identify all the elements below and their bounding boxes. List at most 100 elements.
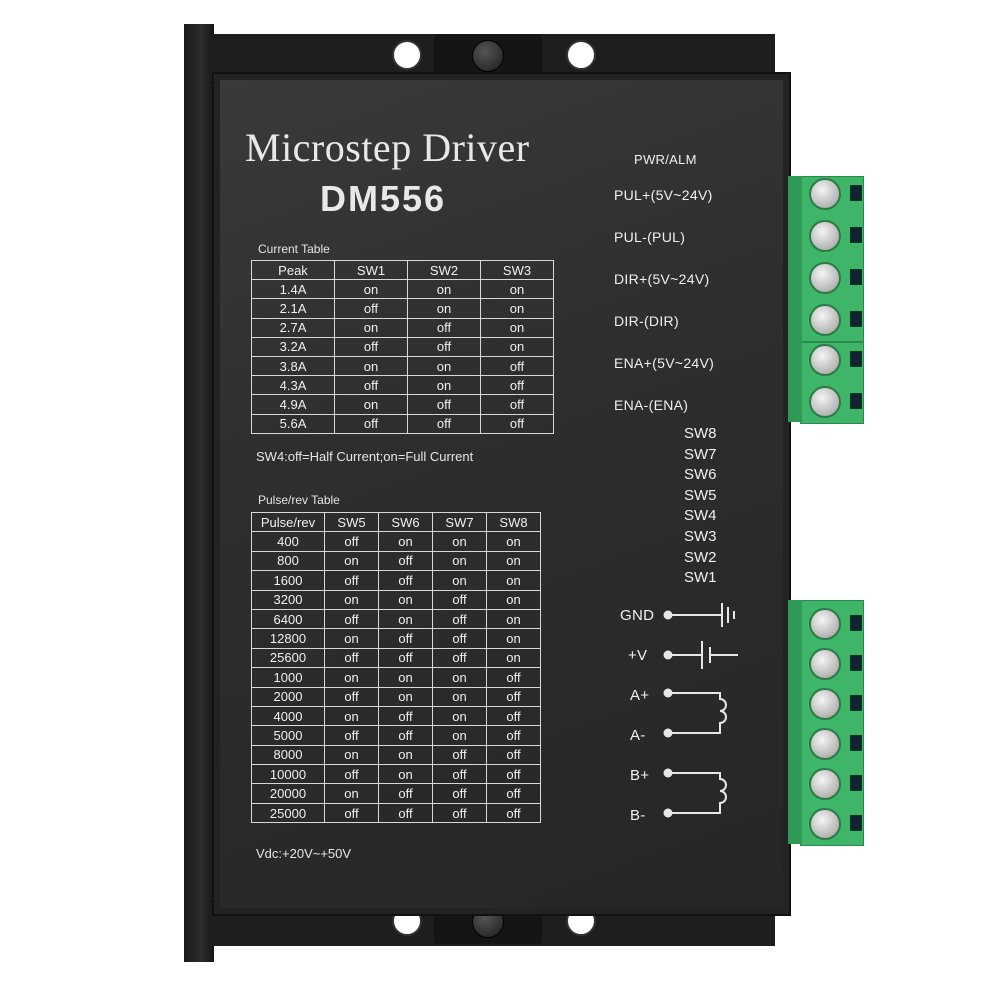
table-cell: on	[486, 608, 541, 630]
terminal-wire-hole	[850, 227, 862, 243]
table-cell: 5000	[251, 725, 325, 746]
b-plus-terminal-dot	[663, 768, 673, 778]
table-cell: off	[486, 744, 541, 766]
dip-switch-label: SW8	[684, 425, 717, 442]
table-cell: on	[378, 686, 433, 707]
b-minus-terminal-dot	[663, 808, 673, 818]
table-cell: off	[378, 628, 433, 649]
table-cell: 800	[251, 550, 325, 572]
table-cell: on	[324, 589, 379, 610]
table-cell: off	[324, 570, 379, 591]
terminal-screw-icon[interactable]	[809, 808, 841, 840]
table-cell: off	[334, 375, 408, 396]
terminal-side	[788, 600, 802, 844]
table-cell: 3.8A	[251, 355, 335, 377]
table-cell: 5.6A	[251, 413, 335, 434]
table-cell: off	[334, 336, 408, 357]
table-cell: on	[480, 279, 554, 300]
terminal-screw-icon[interactable]	[809, 688, 841, 720]
terminal-wire-hole	[850, 269, 862, 285]
terminal-screw-icon[interactable]	[809, 768, 841, 800]
table-cell: off	[480, 413, 554, 434]
dip-switch-label: SW2	[684, 548, 717, 566]
table-cell: off	[407, 336, 481, 357]
table-cell: 6400	[251, 608, 325, 630]
table-cell: on	[407, 375, 481, 396]
table-cell: 3200	[251, 589, 325, 610]
terminal-screw-icon[interactable]	[809, 262, 841, 294]
table-cell: on	[432, 550, 487, 572]
dip-switch-label: SW5	[684, 486, 717, 504]
table-cell: 20000	[251, 783, 325, 804]
table-cell: on	[486, 647, 541, 669]
ena-plus-label: ENA+(5V~24V)	[614, 355, 715, 371]
terminal-screw-icon[interactable]	[809, 648, 841, 680]
table-cell: 2.7A	[251, 317, 335, 338]
dip-switch-label: SW7	[684, 445, 717, 463]
table-header-cell: SW7	[432, 511, 487, 533]
table-cell: off	[378, 783, 433, 804]
table-cell: off	[334, 413, 408, 434]
terminal-wire-hole	[850, 311, 862, 327]
a-plus-terminal-dot	[663, 688, 673, 698]
table-cell: off	[486, 764, 541, 785]
table-cell: off	[324, 647, 379, 669]
table-cell: off	[378, 802, 433, 824]
table-cell: off	[432, 783, 487, 804]
table-cell: off	[480, 394, 554, 415]
table-cell: off	[378, 550, 433, 572]
table-cell: off	[407, 394, 481, 415]
pul-plus-label: PUL+(5V~24V)	[614, 187, 713, 203]
sw4-note: SW4:off=Half Current;on=Full Current	[256, 449, 474, 464]
table-cell: off	[486, 686, 541, 707]
terminal-screw-icon[interactable]	[809, 304, 841, 336]
b-plus-label: B+	[630, 767, 650, 784]
table-cell: 1000	[251, 667, 325, 688]
wiring-symbols	[663, 603, 738, 818]
table-cell: off	[432, 589, 487, 610]
table-cell: off	[486, 725, 541, 746]
dip-switch-label: SW6	[684, 466, 717, 484]
table-cell: off	[432, 628, 487, 649]
terminal-side	[788, 176, 802, 422]
terminal-wire-hole	[850, 185, 862, 201]
dip-switch-label: SW4	[684, 507, 717, 525]
table-cell: 2000	[251, 686, 325, 707]
table-cell: off	[432, 608, 487, 630]
current-table-caption: Current Table	[258, 242, 330, 256]
a-minus-label: A-	[630, 727, 646, 744]
terminal-screw-icon[interactable]	[809, 728, 841, 760]
table-cell: off	[324, 531, 379, 552]
terminal-screw-icon[interactable]	[809, 608, 841, 640]
terminal-screw-icon[interactable]	[809, 386, 841, 418]
table-cell: on	[432, 531, 487, 552]
dip-switch-label: SW3	[684, 527, 717, 545]
terminal-screw-icon[interactable]	[809, 344, 841, 376]
pul-minus-label: PUL-(PUL)	[614, 229, 686, 245]
table-cell: on	[324, 705, 379, 727]
terminal-screw-icon[interactable]	[809, 220, 841, 252]
vplus-label: +V	[628, 647, 648, 664]
terminal-screw-icon[interactable]	[809, 178, 841, 210]
table-cell: off	[407, 317, 481, 338]
table-cell: off	[432, 744, 487, 766]
table-header-cell: SW5	[324, 511, 379, 533]
table-cell: on	[486, 628, 541, 649]
dip-switch-labels: SW8 SW7 SW6 SW5 SW4 SW3 SW2 SW1	[684, 424, 717, 589]
table-cell: 1.4A	[251, 279, 335, 300]
table-header-cell: SW8	[486, 511, 541, 533]
